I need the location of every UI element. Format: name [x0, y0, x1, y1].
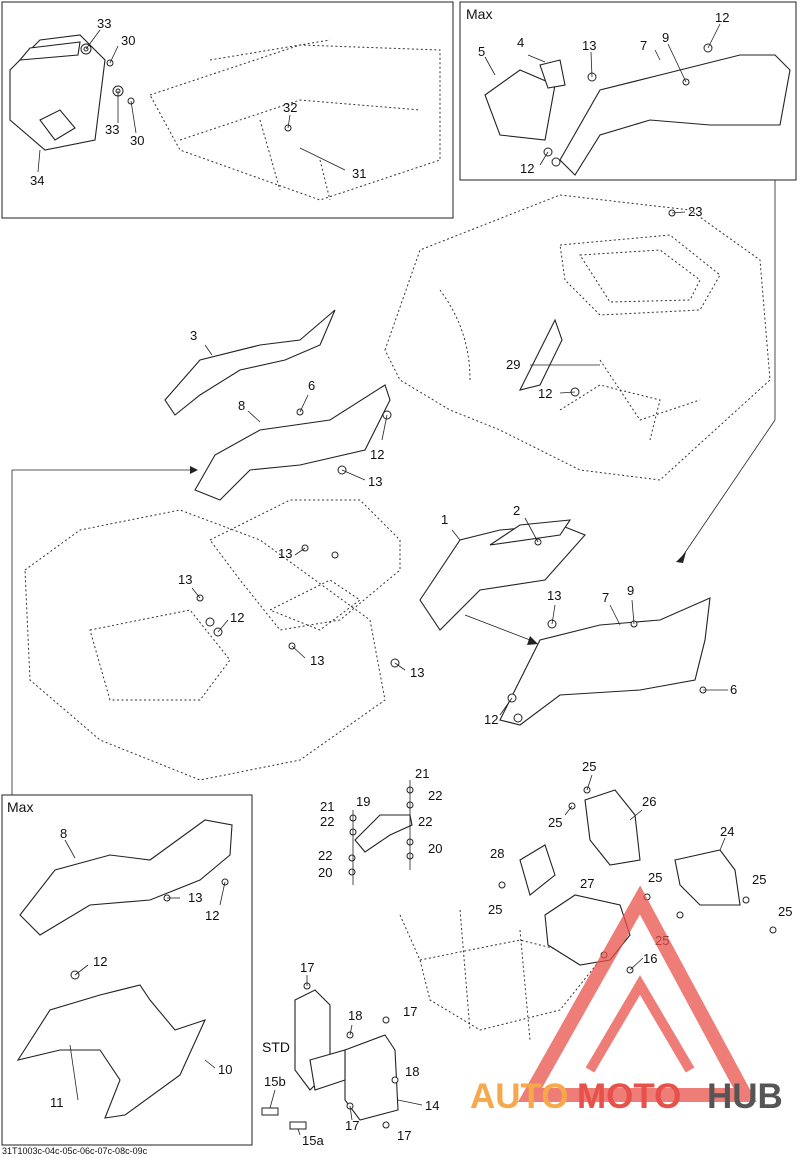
callout-24: 24 [720, 824, 734, 839]
callout-12: 12 [93, 954, 107, 969]
callout-15a: 15a [302, 1133, 324, 1148]
watermark-text-moto: MOTO [577, 1077, 681, 1116]
top-left-inset-parts [9, 29, 441, 201]
callout-34: 34 [30, 173, 44, 188]
lower-right-guards [498, 774, 777, 974]
callout-6: 6 [308, 378, 315, 393]
callout-25: 25 [548, 815, 562, 830]
callout-25: 25 [582, 759, 596, 774]
max-top-right-parts [484, 23, 791, 176]
callout-33: 33 [105, 122, 119, 137]
callout-13: 13 [178, 572, 192, 587]
callout-12: 12 [230, 610, 244, 625]
callout-13: 13 [278, 546, 292, 561]
figure-code: 31T1003c-04c-05c-06c-07c-08c-09c [2, 1146, 148, 1156]
rear-body-left-dotted [24, 499, 401, 781]
callout-17: 17 [345, 1118, 359, 1133]
callout-1: 1 [441, 512, 448, 527]
callout-19: 19 [356, 794, 370, 809]
callout-28: 28 [490, 846, 504, 861]
callout-9: 9 [627, 583, 634, 598]
callout-25: 25 [778, 904, 792, 919]
callout-27: 27 [580, 876, 594, 891]
rear-body-left-hardware [191, 544, 406, 671]
callout-31: 31 [352, 166, 366, 181]
max-label-bottom-left: Max [7, 799, 33, 815]
callout-25: 25 [752, 872, 766, 887]
watermark-text-auto: AUTO [470, 1077, 569, 1116]
callout-17: 17 [403, 1004, 417, 1019]
callout-17: 17 [397, 1128, 411, 1143]
callout-32: 32 [283, 100, 297, 115]
callout-13: 13 [547, 588, 561, 603]
callout-12: 12 [484, 712, 498, 727]
rear-side-parts-left [164, 309, 392, 501]
callout-12: 12 [205, 908, 219, 923]
callout-21: 21 [320, 799, 334, 814]
callout-17: 17 [300, 960, 314, 975]
callout-9: 9 [662, 30, 669, 45]
inset-frame-max-bottom-left [1, 794, 253, 1146]
callout-20: 20 [318, 865, 332, 880]
inset-frame-top-left [1, 1, 454, 219]
callout-4: 4 [517, 35, 524, 50]
callout-23: 23 [688, 204, 702, 219]
callout-18: 18 [405, 1064, 419, 1079]
callout-22: 22 [418, 814, 432, 829]
callout-20: 20 [428, 841, 442, 856]
callout-30: 30 [121, 33, 135, 48]
max-bottom-left-parts [16, 819, 233, 1119]
callout-11: 11 [50, 1095, 64, 1110]
callout-7: 7 [602, 590, 609, 605]
callout-12: 12 [538, 386, 552, 401]
inset-frame-max-top-right [459, 1, 797, 181]
automotohub-watermark-logo: AUTO MOTO HUB [470, 885, 783, 1116]
callout-33: 33 [97, 16, 111, 31]
std-skid-plates [261, 975, 423, 1136]
callout-25: 25 [648, 870, 662, 885]
callout-13: 13 [310, 653, 324, 668]
callout-2: 2 [513, 503, 520, 518]
callout-13: 13 [410, 665, 424, 680]
callout-22: 22 [320, 814, 334, 829]
lower-frame-dotted [399, 909, 611, 1041]
callout-16: 16 [643, 951, 657, 966]
callout-10: 10 [218, 1062, 232, 1077]
callout-13: 13 [368, 474, 382, 489]
callout-8: 8 [60, 826, 67, 841]
callout-21: 21 [415, 766, 429, 781]
callout-25: 25 [488, 902, 502, 917]
callout-13: 13 [582, 38, 596, 53]
callout-12: 12 [520, 161, 534, 176]
callout-18: 18 [348, 1008, 362, 1023]
callout-14: 14 [425, 1098, 439, 1113]
callout-26: 26 [642, 794, 656, 809]
callout-29: 29 [506, 357, 520, 372]
callout-7: 7 [640, 38, 647, 53]
callout-5: 5 [478, 44, 485, 59]
rear-body-dotted [384, 194, 771, 481]
callout-12: 12 [370, 447, 384, 462]
callout-22: 22 [428, 788, 442, 803]
reference-arrows [11, 180, 776, 795]
std-label: STD [262, 1039, 290, 1055]
callout-30: 30 [130, 133, 144, 148]
max-label-top-right: Max [466, 6, 492, 22]
callout-22: 22 [318, 848, 332, 863]
rear-side-parts-right [419, 517, 728, 726]
watermark-text-hub: HUB [707, 1077, 783, 1116]
rear-fender-parts [518, 209, 686, 397]
callout-3: 3 [190, 328, 197, 343]
bracket-assembly [348, 780, 414, 885]
callout-6: 6 [730, 682, 737, 697]
callout-15b: 15b [264, 1074, 286, 1089]
callout-8: 8 [238, 398, 245, 413]
callout-13: 13 [188, 890, 202, 905]
callout-12: 12 [715, 10, 729, 25]
